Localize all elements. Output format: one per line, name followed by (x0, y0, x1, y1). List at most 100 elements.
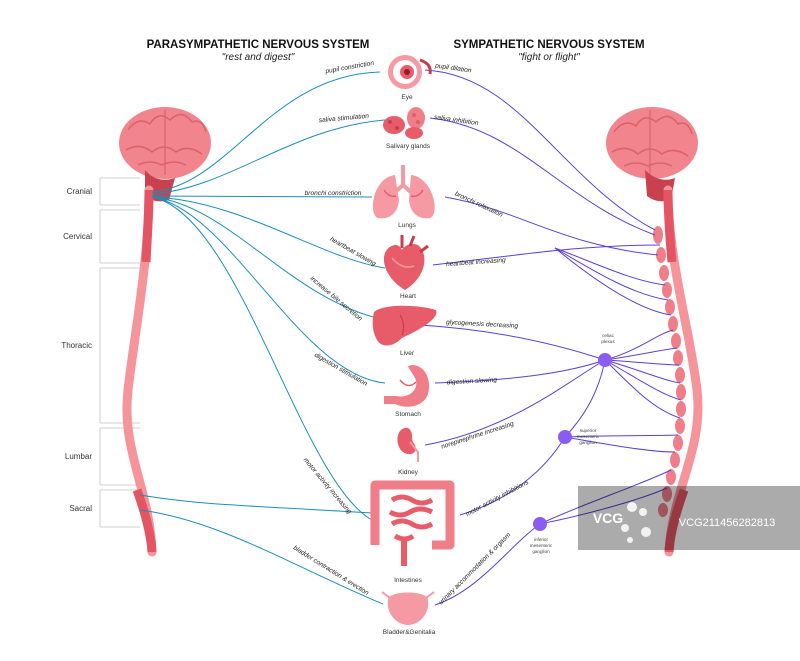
right-cord-cervical (663, 189, 677, 263)
bracket-lumbar (99, 427, 140, 486)
sns-label-motor: motor activity inhibitions (465, 479, 531, 518)
sns-line-intestines (459, 436, 566, 516)
sns-line-celiac-4 (604, 359, 681, 384)
inferior-label-1: inferior (534, 537, 549, 542)
celiac-label-2: plexus (601, 339, 615, 344)
inferior-mesenteric-node (533, 517, 547, 531)
kidney-icon (397, 427, 419, 462)
sns-line-stomach (434, 359, 606, 384)
sympathetic-chain-ganglia (653, 226, 686, 517)
sns-line-inferior-1 (539, 469, 672, 525)
superior-label-3: ganglion (579, 440, 597, 445)
watermark-logo: VCG (593, 510, 623, 526)
bladder-icon (381, 591, 435, 625)
sns-line-celiac-6 (604, 359, 681, 419)
psn-line-lungs (151, 195, 373, 198)
eye-icon (388, 55, 432, 89)
organ-label-liver: Liver (400, 350, 415, 357)
stomach-icon (384, 365, 430, 407)
inferior-label-3: ganglion (532, 549, 550, 554)
sns-line-eye (424, 69, 656, 231)
region-sacral: Sacral (69, 504, 92, 513)
sns-label-digestion: digestion slowing (447, 377, 498, 387)
celiac-label-1: celiac (602, 333, 614, 338)
sns-label-pupil: pupil dilation (434, 62, 473, 74)
left-subtitle: "rest and digest" (222, 52, 295, 63)
right-subtitle: "fight or flight" (518, 52, 580, 63)
psn-line-heart (151, 196, 386, 269)
bracket-cervical (99, 209, 140, 264)
sns-line-lungs (444, 196, 659, 256)
heart-icon (383, 235, 429, 290)
bracket-cranial (99, 177, 140, 206)
psn-label-heartbeat: heartbeat slowing (329, 236, 378, 268)
sns-line-celiac-5 (604, 359, 682, 401)
region-thoracic: Thoracic (61, 341, 92, 350)
left-title: PARASYMPATHETIC NERVOUS SYSTEM (147, 39, 370, 51)
sns-line-salivary (429, 117, 656, 236)
sns-line-heart (432, 244, 661, 266)
region-lumbar: Lumbar (65, 452, 92, 461)
sns-line-superior-2 (564, 436, 676, 453)
region-cervical: Cervical (63, 232, 92, 241)
salivary-glands-icon (383, 107, 425, 139)
celiac-plexus-node (598, 353, 612, 367)
sns-label-heartbeat: heartbeat increasing (446, 257, 506, 268)
psn-line-eye (151, 71, 381, 193)
sns-line-celiac-3 (604, 359, 680, 366)
inferior-label-2: mesenteric (530, 543, 553, 548)
psn-label-digestion: digestion stimulation (313, 352, 369, 388)
liver-icon (372, 305, 437, 346)
watermark: VCG VCG211456282813 (578, 486, 800, 550)
sns-line-kidney (424, 359, 606, 446)
left-brain (119, 107, 211, 202)
psn-line-sacral-intestines (139, 494, 373, 514)
sns-line-c2 (554, 247, 669, 301)
psn-label-bladder: bladder contraction & erection (292, 545, 370, 598)
psn-label-bile: increase bile secretion (309, 275, 364, 323)
bracket-thoracic (99, 267, 140, 424)
sns-label-glycogenesis: glycogenesis decreasing (446, 319, 519, 330)
vcg-logo-icon (621, 502, 651, 543)
organ-label-stomach: Stomach (395, 411, 421, 418)
left-cord-cervical (141, 189, 154, 263)
superior-mesenteric-node (558, 430, 572, 444)
sympathetic-nerves (419, 69, 682, 606)
sns-line-c1 (554, 247, 666, 286)
sns-line-c3 (554, 247, 672, 316)
sns-line-superior-1 (564, 434, 679, 438)
left-cord-sacral (132, 488, 157, 553)
sns-line-inferior-2 (539, 487, 668, 525)
lungs-icon (372, 165, 435, 219)
psn-label-motor: motor activity increasing (302, 457, 353, 516)
organ-label-intestines: Intestines (394, 577, 423, 584)
sns-line-liver (419, 324, 606, 361)
psn-label-bronchi: bronchi constriction (305, 190, 362, 197)
sns-line-celiac-superior (564, 359, 606, 438)
psn-line-bladder (139, 509, 384, 605)
right-title: SYMPATHETIC NERVOUS SYSTEM (453, 39, 644, 51)
sns-label-saliva: saliva inhibition (434, 114, 480, 127)
bracket-sacral (99, 489, 140, 528)
right-brain (606, 107, 698, 202)
organ-label-kidney: Kidney (398, 469, 419, 476)
watermark-id: VCG211456282813 (679, 517, 775, 529)
sns-line-celiac-1 (604, 329, 674, 361)
sns-label-bronchi: bronchi relaxation (454, 190, 504, 218)
organ-label-eye: Eye (401, 94, 413, 101)
organ-label-salivary: Salivary glands (386, 143, 431, 150)
psn-line-intestines (151, 196, 373, 521)
superior-label-1: superior (580, 428, 597, 433)
psn-line-salivary (151, 119, 386, 195)
sns-label-norepinephrine: norepinephrine increasing (440, 420, 515, 450)
psn-label-saliva: saliva stimulation (319, 113, 370, 124)
sns-line-bladder (434, 523, 541, 606)
superior-label-2: mesenteric (577, 434, 600, 439)
region-brackets (99, 177, 140, 528)
organ-label-heart: Heart (400, 293, 416, 300)
parasympathetic-nerves (139, 71, 386, 605)
psn-line-stomach (151, 196, 386, 384)
sns-line-celiac-2 (604, 347, 678, 361)
